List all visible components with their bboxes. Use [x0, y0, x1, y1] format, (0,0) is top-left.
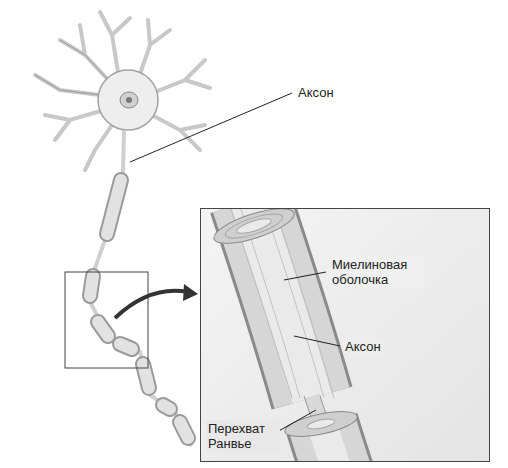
zoom-arrow — [115, 291, 188, 318]
nucleolus — [126, 97, 132, 103]
cell-body — [98, 70, 158, 130]
leader-lines — [130, 93, 340, 446]
axon — [123, 130, 124, 172]
ranvier-label: Перехват Ранвье — [206, 420, 280, 452]
axon-label: Аксон — [296, 84, 336, 101]
myelin-segments — [90, 180, 188, 438]
dendrite-outline — [35, 40, 110, 95]
nucleus — [120, 92, 138, 108]
axon-core — [90, 172, 192, 446]
axon-label: Аксон — [343, 338, 383, 355]
myelin-label: Миелиновая оболочка — [330, 256, 424, 288]
zoom-arrowhead — [183, 284, 198, 301]
zoom-box — [65, 272, 148, 368]
